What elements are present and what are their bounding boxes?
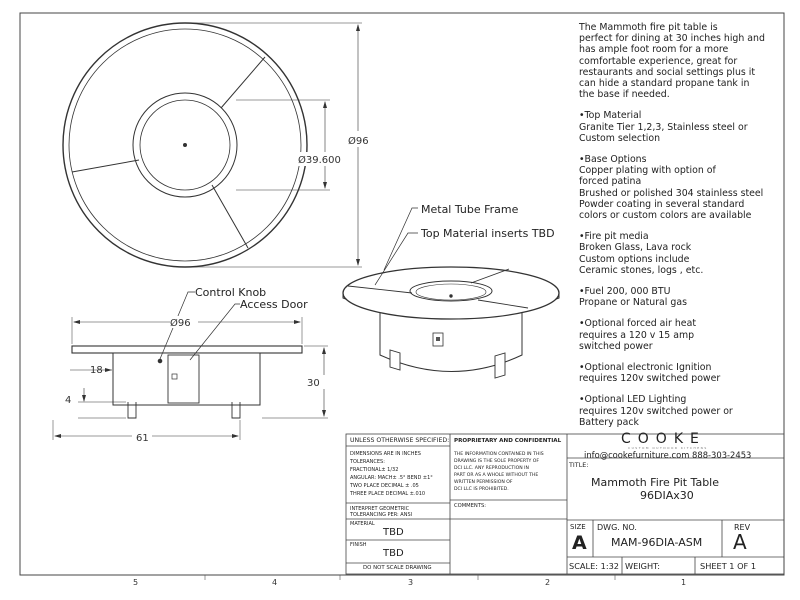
title-label: TITLE: [569, 461, 589, 469]
iso-foot-right [494, 352, 506, 379]
no-scale-note: DO NOT SCALE DRAWING [363, 565, 432, 571]
dwg-no-label: DWG. NO. [597, 523, 637, 532]
fire-bowl-outer [132, 92, 238, 198]
callout-metal-tube: Metal Tube Frame [421, 203, 519, 216]
unless-specified-header: UNLESS OTHERWISE SPECIFIED: [350, 437, 450, 444]
inner-diameter-dim: Ø39.600 [298, 154, 341, 166]
proprietary-line: WRITTEN PERMISSION OF [454, 480, 513, 485]
feature-title: Fire pit media [579, 231, 784, 242]
segment-line-left [71, 159, 140, 173]
iso-base [379, 310, 523, 372]
proprietary-line: PART OR AS A WHOLE WITHOUT THE [454, 473, 539, 478]
feature-body: requires a 120 v 15 amp switched power [579, 329, 695, 352]
feature-item: Optional forced air heat requires a 120 … [579, 318, 784, 352]
foot-dim: 4 [65, 395, 71, 406]
leader-top-inserts [374, 232, 418, 286]
proprietary-header: PROPRIETARY AND CONFIDENTIAL [454, 438, 562, 444]
feature-body: Broken Glass, Lava rock Custom options i… [579, 242, 704, 276]
dwg-no-value: MAM-96DIA-ASM [611, 536, 703, 549]
feature-title: Optional electronic Ignition [579, 362, 784, 373]
feature-title: Optional LED Lighting [579, 394, 784, 405]
iso-foot-left [389, 349, 401, 371]
feature-item: Top Material Granite Tier 1,2,3, Stainle… [579, 110, 784, 144]
tolerance-line: TWO PLACE DECIMAL ± .05 [350, 483, 419, 489]
feature-body: Propane or Natural gas [579, 297, 687, 309]
description-intro: The Mammoth fire pit table is perfect fo… [579, 22, 765, 101]
feature-item: Base Options Copper plating with option … [579, 154, 784, 221]
contact-info: info@cookefurniture.com 888-303-2453 [584, 450, 752, 460]
sheet-border [19, 12, 785, 576]
feature-body: requires 120v switched power [579, 373, 721, 385]
height-dim: 30 [307, 378, 320, 389]
tolerance-line: DIMENSIONS ARE IN INCHES [350, 451, 421, 457]
segment-line-bottom [211, 184, 249, 249]
fire-bowl-inner [139, 99, 231, 191]
base-width-dim: 61 [136, 433, 149, 444]
sheet-field: SHEET 1 OF 1 [700, 561, 757, 571]
size-label: SIZE [570, 523, 586, 531]
callout-access-door: Access Door [240, 298, 308, 311]
cooke-logo-subtitle: CUSTOM OUTDOOR KITCHENS [628, 446, 708, 450]
leader-metal-tube [383, 207, 418, 271]
tolerance-line: FRACTIONAL± 1/32 [350, 467, 399, 473]
proprietary-line: DRAWING IS THE SOLE PROPERTY OF [454, 459, 540, 464]
product-description: The Mammoth fire pit table is perfect fo… [579, 22, 784, 438]
size-value: A [572, 532, 587, 554]
proprietary-line: DCI LLC IS PROHIBITED. [454, 487, 509, 492]
callout-control-knob: Control Knob [195, 286, 266, 299]
top-outer-circle-inner-edge [68, 28, 302, 262]
leader-access-door [189, 303, 240, 361]
feature-body: Copper plating with option of forced pat… [579, 165, 764, 222]
proprietary-line: THE INFORMATION CONTAINED IN THIS [454, 452, 544, 457]
interpret-line: INTERPRET GEOMETRIC [350, 506, 410, 512]
drawing-title: Mammoth Fire Pit Table [591, 476, 720, 489]
feature-body: requires 120v switched power or Battery … [579, 405, 733, 428]
finish-label: FINISH [350, 542, 367, 548]
tolerance-line: TOLERANCES: [350, 459, 385, 465]
cooke-logo: COOKE [621, 431, 706, 447]
side-control-knob [157, 358, 163, 364]
feature-title: Fuel 200, 000 BTU [579, 286, 784, 297]
feature-item: Optional electronic Ignition requires 12… [579, 362, 784, 384]
finish-value: TBD [383, 548, 404, 559]
zone-label: 5 [133, 578, 139, 587]
interpret-line: TOLERANCING PER: ANSI [350, 512, 413, 518]
top-view [62, 22, 362, 268]
feature-item: Fire pit media Broken Glass, Lava rock C… [579, 231, 784, 276]
feature-item: Fuel 200, 000 BTU Propane or Natural gas [579, 286, 784, 308]
inset-dim: 18 [90, 365, 103, 376]
weight-field: WEIGHT: [625, 561, 661, 571]
zone-label: 3 [408, 578, 414, 587]
feature-item: Optional LED Lighting requires 120v swit… [579, 394, 784, 428]
tolerance-line: THREE PLACE DECIMAL ±.010 [350, 491, 426, 497]
feature-title: Top Material [579, 110, 784, 121]
proprietary-line: DCI LLC. ANY REPRODUCTION IN [454, 466, 529, 471]
leader-control-knob [159, 291, 195, 360]
feature-body: Granite Tier 1,2,3, Stainless steel or C… [579, 121, 748, 144]
zone-label: 4 [272, 578, 278, 587]
scale-field: SCALE: 1:32 [569, 561, 619, 571]
center-mark [183, 143, 187, 147]
drawing-subtitle: 96DIAx30 [640, 489, 694, 502]
feature-title: Optional forced air heat [579, 318, 784, 329]
title-block [345, 433, 785, 575]
side-diameter-dim: Ø96 [170, 317, 191, 329]
side-top-slab [71, 345, 303, 354]
outer-diameter-dim: Ø96 [348, 135, 369, 147]
comments-label: COMMENTS: [454, 503, 487, 509]
material-label: MATERIAL [350, 521, 375, 527]
rev-label: REV [734, 523, 751, 532]
rev-value: A [733, 530, 747, 554]
feature-title: Base Options [579, 154, 784, 165]
side-view [52, 291, 328, 440]
zone-label: 1 [681, 578, 687, 587]
iso-fire-bowl [409, 280, 493, 302]
zone-label: 2 [545, 578, 551, 587]
material-value: TBD [383, 527, 404, 538]
tolerance-line: ANGULAR: MACH± .5° BEND ±1° [350, 475, 433, 481]
isometric-view [342, 207, 560, 379]
segment-line-top [220, 56, 266, 109]
callout-top-inserts: Top Material inserts TBD [420, 227, 555, 240]
